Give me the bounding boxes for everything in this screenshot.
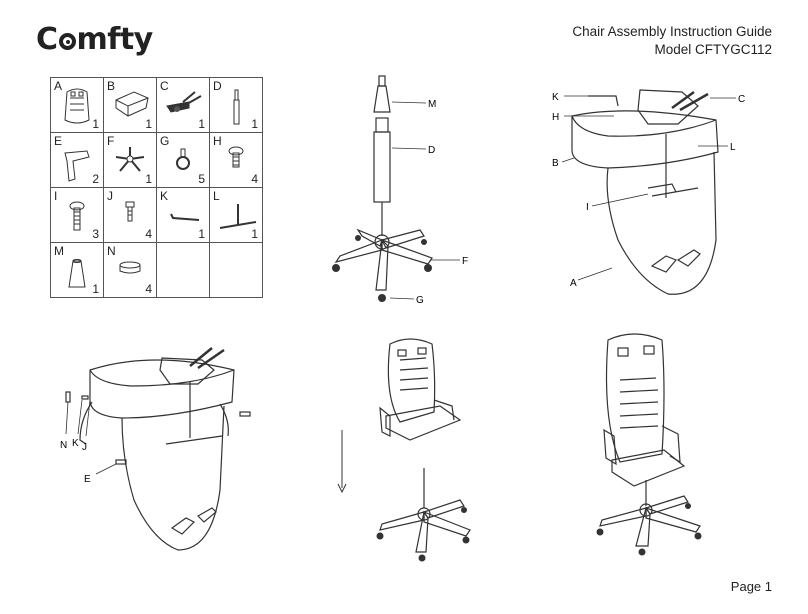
label-k: K — [72, 438, 79, 449]
page-number: Page 1 — [730, 579, 772, 594]
label-h: H — [552, 112, 559, 123]
step3-armrest-diagram: N K J E — [60, 347, 251, 551]
label-c: C — [738, 94, 745, 105]
armrest-icon — [64, 150, 90, 182]
washer-icon — [119, 261, 141, 274]
part-cell-empty-1 — [156, 242, 210, 298]
tilt-mechanism-icon — [166, 91, 202, 113]
logo-o-mark — [58, 33, 76, 50]
guide-title: Chair Assembly Instruction Guide — [572, 24, 772, 39]
allen-key-icon — [170, 213, 200, 221]
step5-finished-chair — [596, 333, 702, 556]
label-n: N — [60, 440, 67, 451]
small-bolt-icon — [125, 201, 135, 222]
label-i: I — [586, 202, 589, 213]
step4-mount-diagram — [337, 338, 471, 562]
seat-back-icon — [64, 88, 90, 124]
label-m: M — [428, 99, 436, 110]
label-e: E — [84, 474, 91, 485]
label-j: J — [82, 442, 87, 453]
bracket-icon — [219, 204, 257, 229]
long-bolt-icon — [69, 201, 85, 231]
step2-seat-diagram: K C H L B I A — [552, 89, 745, 295]
label-f: F — [462, 256, 468, 267]
star-base-icon — [115, 147, 145, 172]
short-bolt-icon — [228, 146, 244, 168]
label-b: B — [552, 158, 559, 169]
label-k: K — [552, 92, 559, 103]
label-d: D — [428, 145, 435, 156]
caster-icon — [176, 148, 190, 170]
part-cell-empty-2 — [209, 242, 263, 298]
gas-cylinder-icon — [233, 89, 240, 125]
label-l: L — [730, 142, 736, 153]
label-a: A — [570, 278, 577, 289]
label-g: G — [416, 295, 424, 306]
model-number: Model CFTYGC112 — [654, 42, 772, 57]
seat-cushion-icon — [115, 91, 149, 117]
cylinder-cover-icon — [68, 259, 86, 288]
step1-base-diagram: M D F G — [332, 75, 468, 306]
